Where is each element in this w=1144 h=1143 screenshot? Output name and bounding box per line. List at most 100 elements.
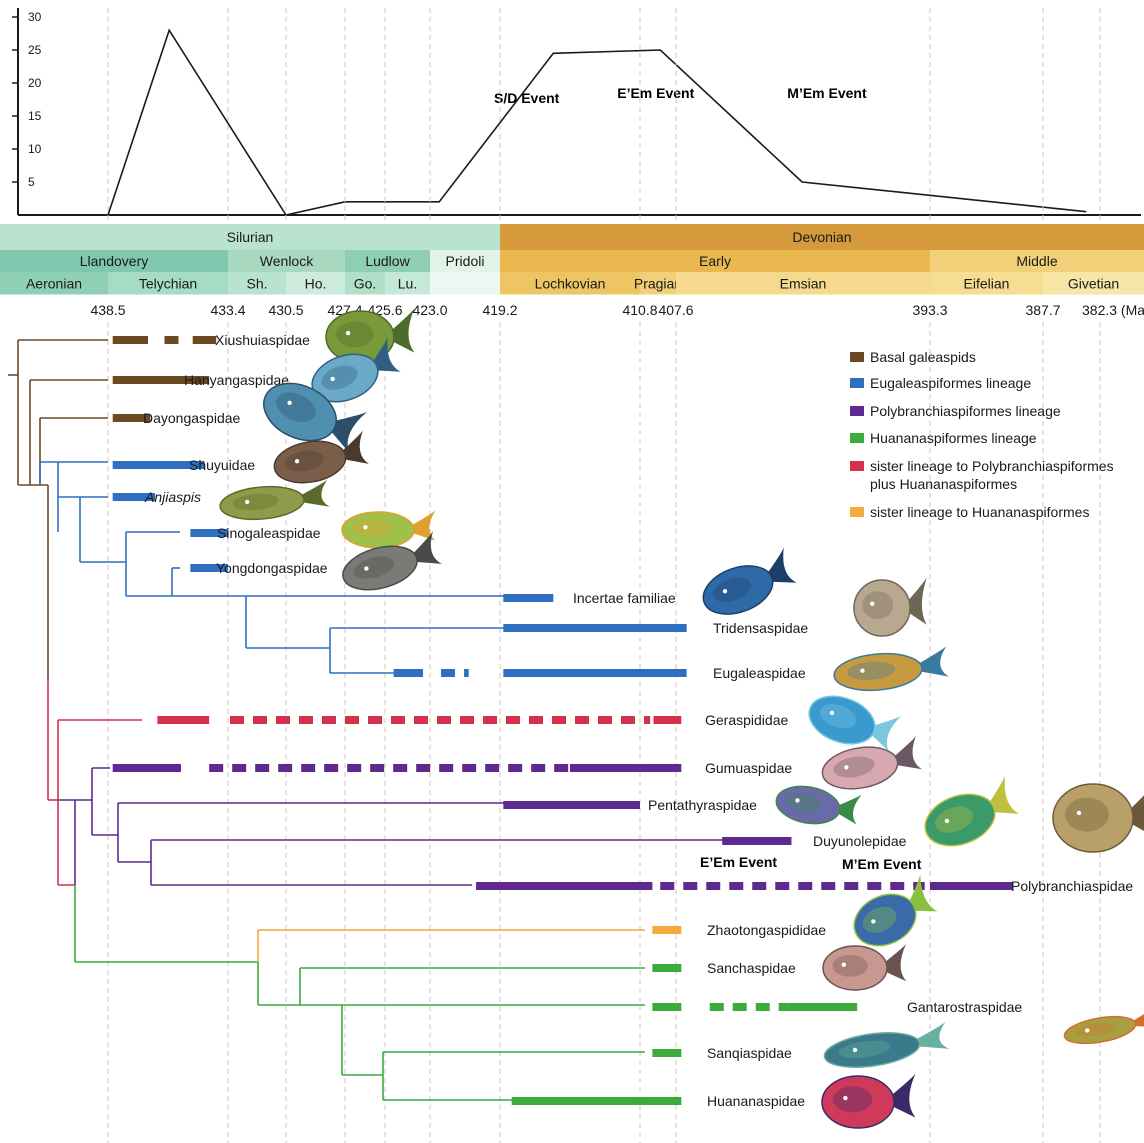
stage-label-lu: Lu. [398, 276, 417, 292]
event-label-m-em-event: M’Em Event [787, 85, 867, 101]
taxon-label-tridensaspidae: Tridensaspidae [713, 620, 808, 636]
boundary-label-387-7: 387.7 [1025, 302, 1060, 318]
fish-tail-geraspididae [864, 715, 902, 752]
fish-head-shield-geraspididae [808, 695, 876, 745]
taxon-label-pentathyraspidae: Pentathyraspidae [648, 797, 757, 813]
stage-band-sh [228, 272, 286, 295]
fish-head-shield-anjiaspis [219, 485, 305, 521]
boundary-label-410-8: 410.8 [622, 302, 657, 318]
event-label-s-d-event: S/D Event [494, 90, 560, 106]
taxon-label-eugaleaspidae: Eugaleaspidae [713, 665, 806, 681]
fish-eye-sanchaspidae [841, 962, 846, 967]
stage-label-pragian: Pragian [634, 276, 682, 292]
epoch-band-llandovery [0, 250, 228, 272]
fish-eye-tridensaspidae [870, 601, 875, 606]
boundary-label-430-5: 430.5 [268, 302, 303, 318]
boundary-label-393-3: 393.3 [912, 302, 947, 318]
fish-illustration-anjiaspis [219, 479, 330, 521]
y-tick-label-25: 25 [28, 43, 42, 57]
stage-label-ho: Ho. [305, 276, 327, 292]
fish-shading-geraspididae [819, 704, 856, 729]
stage-band-givetian [1043, 272, 1144, 295]
period-band-devonian [500, 224, 1144, 250]
taxon-label-polybranchiaspidae: Polybranchiaspidae [1011, 878, 1133, 894]
y-tick-label-10: 10 [28, 142, 42, 156]
fish-head-shield-polybranchiaspidae [1052, 783, 1134, 853]
fish-tail-sanchaspidae [877, 943, 907, 982]
fish-shading-pentathyraspidae [786, 793, 821, 812]
boundary-label-382-3-ma: 382.3 (Ma) [1082, 302, 1144, 318]
boundary-label-419-2: 419.2 [482, 302, 517, 318]
fish-shading-huananaspidae [832, 1086, 873, 1113]
fish-illustration-tridensaspidae [853, 577, 927, 637]
period-band-silurian [0, 224, 500, 250]
stage-band-lochkovian [500, 272, 640, 295]
stage-band-ho [286, 272, 345, 295]
taxon-label-sinogaleaspidae: Sinogaleaspidae [217, 525, 321, 541]
fish-illustration-incertae-familiae [702, 547, 797, 615]
fish-tail-zhaotongaspididae [905, 874, 938, 912]
period-label-devonian: Devonian [792, 229, 851, 245]
fish-illustration-duyunolepidae [924, 775, 1020, 847]
y-tick-label-30: 30 [28, 10, 42, 24]
fish-eye-polybranchiaspidae [1076, 810, 1082, 816]
fish-shading-anjiaspis [232, 493, 279, 511]
fish-head-shield-zhaotongaspididae [853, 893, 917, 947]
fish-head-shield-duyunolepidae [924, 793, 996, 847]
taxon-labels: XiushuiaspidaeHanyangaspidaeDayongaspida… [143, 332, 1133, 1109]
event-label-e-em-event: E’Em Event [617, 85, 694, 101]
fish-eye-sanqiaspidae [852, 1047, 858, 1053]
legend-label-1: Eugaleaspiformes lineage [870, 375, 1031, 391]
fish-illustration-huananaspidae [821, 1073, 916, 1129]
taxon-label-geraspididae: Geraspididae [705, 712, 788, 728]
taxon-label-huananaspidae: Huananaspidae [707, 1093, 805, 1109]
taxon-label-zhaotongaspididae: Zhaotongaspididae [707, 922, 826, 938]
fish-shading-hanyangaspidae [321, 365, 358, 390]
boundary-label-407-6: 407.6 [658, 302, 693, 318]
diversity-line [107, 28, 1087, 216]
fish-tail-sinogaleaspidae [403, 510, 436, 541]
fish-head-shield-yongdongaspidae [342, 545, 418, 591]
legend-swatch-0 [850, 352, 864, 362]
y-tick-label-20: 20 [28, 76, 42, 90]
boundary-label-433-4: 433.4 [210, 302, 245, 318]
fish-eye-incertae-familiae [722, 589, 728, 594]
legend-label-5: sister lineage to Huananaspiformes [870, 504, 1089, 520]
fish-illustration-sinogaleaspidae [341, 510, 436, 549]
fish-shading-sanqiaspidae [838, 1040, 891, 1059]
fish-shading-incertae-familiae [713, 577, 752, 603]
fish-shading-sanchaspidae [832, 954, 868, 977]
epoch-label-ludlow: Ludlow [365, 253, 410, 269]
stage-band-pragian [640, 272, 676, 295]
stage-band-telychian [108, 272, 228, 295]
epoch-label-middle: Middle [1016, 253, 1057, 269]
epoch-label-llandovery: Llandovery [80, 253, 149, 269]
taxon-label-sanchaspidae: Sanchaspidae [707, 960, 796, 976]
epoch-band-early [500, 250, 930, 272]
fish-head-shield-huananaspidae [821, 1075, 895, 1129]
legend-label-0: Basal galeaspids [870, 349, 976, 365]
fish-eye-geraspididae [829, 710, 835, 716]
fish-eye-shuyuidae [294, 459, 300, 464]
taxon-label-dayongaspidae: Dayongaspidae [143, 410, 241, 426]
legend-label-2: Polybranchiaspiformes lineage [870, 403, 1061, 419]
fish-eye-hanyangaspidae [330, 376, 335, 382]
fish-head-shield-eugaleaspidae [833, 652, 923, 692]
fish-illustration-zhaotongaspididae [853, 874, 938, 947]
fish-shading-gumuaspidae [833, 756, 875, 778]
legend-swatch-1 [850, 378, 864, 388]
epoch-band-ludlow [345, 250, 430, 272]
fish-eye-gantarostraspidae [1085, 1028, 1090, 1033]
y-tick-label-5: 5 [28, 175, 35, 189]
legend-swatch-3 [850, 433, 864, 443]
stage-label-emsian: Emsian [780, 276, 827, 292]
taxon-label-xiushuiaspidae: Xiushuiaspidae [215, 332, 310, 348]
fish-head-shield-pentathyraspidae [775, 785, 841, 825]
fish-tail-pentathyraspidae [830, 794, 862, 825]
fish-illustration-eugaleaspidae [833, 646, 950, 692]
